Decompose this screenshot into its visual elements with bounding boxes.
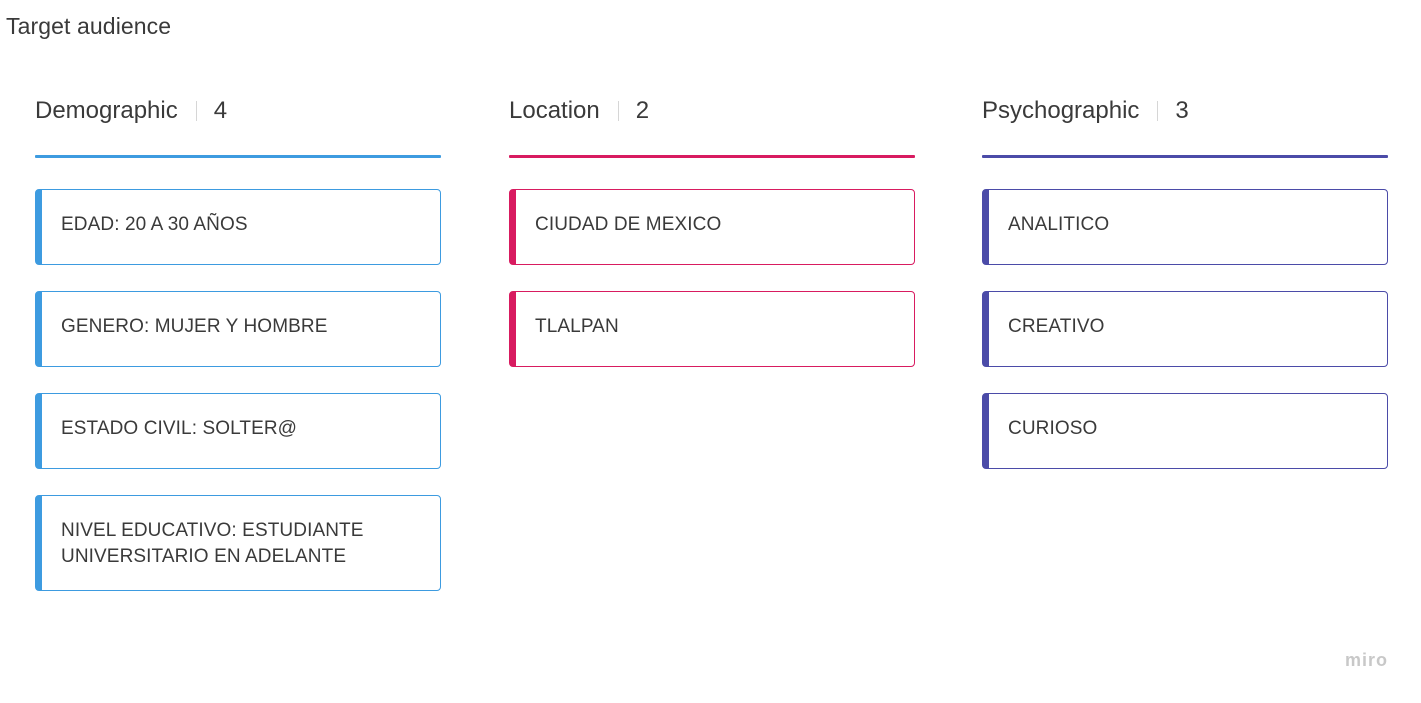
card-analytic[interactable]: ANALITICO — [982, 189, 1388, 265]
card-list: EDAD: 20 A 30 AÑOS GENERO: MUJER Y HOMBR… — [35, 189, 441, 617]
header-divider — [1157, 101, 1159, 121]
header-divider — [195, 101, 197, 121]
column-title: Psychographic — [982, 97, 1140, 124]
column-rule — [982, 155, 1388, 158]
column-count: 2 — [635, 97, 650, 124]
card-education[interactable]: NIVEL EDUCATIVO: ESTUDIANTE UNIVERSITARI… — [35, 495, 441, 591]
column-rule — [35, 155, 441, 158]
card-city[interactable]: CIUDAD DE MEXICO — [509, 189, 915, 265]
column-title: Location — [509, 97, 600, 124]
column-header[interactable]: Psychographic 3 — [982, 95, 1388, 127]
column-demographic: Demographic 4 EDAD: 20 A 30 AÑOS GENERO:… — [35, 95, 441, 591]
header-divider — [617, 101, 619, 121]
card-borough[interactable]: TLALPAN — [509, 291, 915, 367]
card-creative[interactable]: CREATIVO — [982, 291, 1388, 367]
card-list: CIUDAD DE MEXICO TLALPAN — [509, 189, 915, 393]
column-title: Demographic — [35, 97, 178, 124]
column-count: 3 — [1175, 97, 1189, 124]
miro-watermark: miro — [1344, 650, 1388, 670]
board-title: Target audience — [6, 13, 172, 39]
card-curious[interactable]: CURIOSO — [982, 393, 1388, 469]
column-header[interactable]: Demographic 4 — [35, 95, 441, 127]
column-location: Location 2 CIUDAD DE MEXICO TLALPAN — [509, 95, 915, 367]
column-psychographic: Psychographic 3 ANALITICO CREATIVO CURIO… — [982, 95, 1388, 469]
card-civil-status[interactable]: ESTADO CIVIL: SOLTER@ — [35, 393, 441, 469]
card-age[interactable]: EDAD: 20 A 30 AÑOS — [35, 189, 441, 265]
column-count: 4 — [213, 97, 228, 124]
column-rule — [509, 155, 915, 158]
card-gender[interactable]: GENERO: MUJER Y HOMBRE — [35, 291, 441, 367]
card-list: ANALITICO CREATIVO CURIOSO — [982, 189, 1388, 495]
column-header[interactable]: Location 2 — [509, 95, 915, 127]
